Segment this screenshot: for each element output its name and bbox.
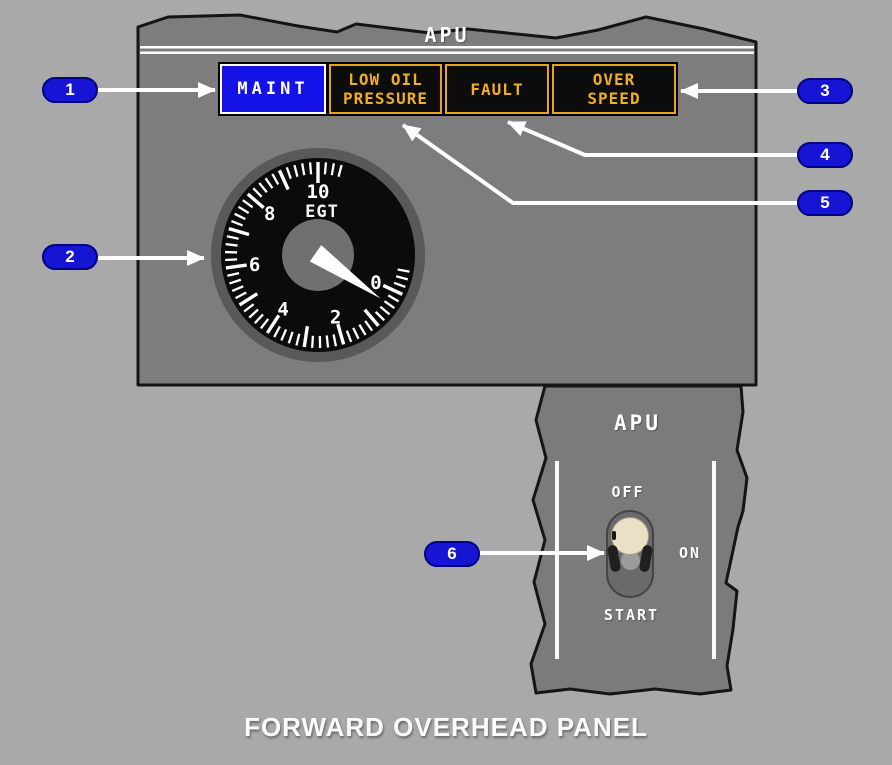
gauge-tick: [383, 300, 396, 310]
annunciator-low-oil-pressure-line2: PRESSURE: [342, 89, 429, 108]
callout-3[interactable]: 3: [797, 78, 853, 104]
gauge-tick: [227, 271, 240, 277]
gauge-scale-number: 8: [264, 203, 275, 225]
callout-6[interactable]: 6: [424, 541, 480, 567]
gauge-scale-number: 0: [370, 272, 381, 294]
callout-5[interactable]: 5: [797, 190, 853, 216]
gauge-tick: [323, 162, 328, 175]
gauge-tick: [234, 212, 246, 221]
gauge-tick: [363, 308, 380, 327]
gauge-tick: [238, 292, 259, 307]
annunciator-over-speed[interactable]: OVER SPEED: [552, 64, 676, 114]
annunciator-fault-label: FAULT: [470, 79, 524, 99]
switch-guide-line-right: [712, 461, 716, 659]
gauge-tick: [295, 333, 301, 346]
switch-position-start-label: START: [603, 606, 660, 624]
gauge-tick: [379, 305, 391, 316]
gauge-tick: [374, 311, 386, 322]
annunciator-fault[interactable]: FAULT: [445, 64, 549, 114]
gauge-tick: [302, 325, 310, 348]
gauge-tick: [253, 313, 264, 325]
callout-4[interactable]: 4: [797, 142, 853, 168]
switch-position-on-label: ON: [678, 544, 702, 562]
gauge-tick: [387, 294, 400, 303]
gauge-tick: [382, 283, 404, 296]
gauge-tick: [301, 163, 306, 176]
annunciator-low-oil-pressure[interactable]: LOW OIL PRESSURE: [329, 64, 442, 114]
callout-1[interactable]: 1: [42, 77, 98, 103]
gauge-tick: [393, 281, 406, 289]
callout-2[interactable]: 2: [42, 244, 98, 270]
gauge-tick: [293, 164, 299, 177]
gauge-tick: [264, 177, 274, 189]
gauge-tick: [231, 285, 244, 292]
gauge-tick: [230, 219, 244, 227]
gauge-tick: [311, 335, 315, 348]
gauge-tick: [258, 182, 268, 193]
gauge-tick: [358, 324, 367, 336]
gauge-tick: [229, 278, 242, 285]
annunciator-row: MAINT LOW OIL PRESSURE FAULT OVER SPEED: [218, 62, 678, 116]
gauge-scale-number: 4: [277, 299, 288, 321]
header-divider-line-2: [140, 51, 754, 54]
gauge-tick: [243, 303, 255, 313]
gauge-tick: [228, 226, 250, 237]
gauge-tick: [246, 192, 265, 210]
annunciator-maint[interactable]: MAINT: [220, 64, 326, 114]
gauge-label: EGT: [305, 202, 339, 222]
gauge-tick: [237, 205, 250, 215]
gauge-scale-number: 10: [307, 181, 330, 203]
lower-panel-title: APU: [614, 411, 661, 435]
gauge-tick: [259, 318, 270, 330]
gauge-scale-number: 2: [330, 307, 341, 329]
gauge-tick: [265, 314, 281, 334]
gauge-tick: [397, 268, 410, 273]
switch-guide-line-left: [555, 461, 559, 659]
gauge-tick: [337, 164, 343, 177]
annunciator-maint-label: MAINT: [237, 78, 309, 99]
gauge-tick: [285, 167, 292, 180]
gauge-tick: [273, 325, 281, 338]
gauge-tick: [336, 323, 346, 345]
header-divider-line-1: [140, 46, 754, 49]
gauge-tick: [248, 308, 259, 319]
annunciator-over-speed-line1: OVER: [592, 70, 636, 89]
annunciator-over-speed-line2: SPEED: [587, 89, 641, 108]
gauge-tick: [280, 328, 288, 341]
gauge-tick: [252, 187, 263, 198]
gauge-tick: [325, 335, 330, 348]
apu-switch-knob-mark: [612, 531, 616, 540]
gauge-tick: [395, 275, 409, 281]
gauge-tick: [242, 199, 254, 209]
gauge-tick: [225, 258, 238, 262]
gauge-tick: [308, 162, 313, 175]
gauge-tick: [332, 334, 338, 347]
gauge-tick: [352, 327, 360, 340]
gauge-tick: [364, 320, 374, 332]
gauge-tick: [330, 163, 335, 176]
gauge-tick: [345, 330, 353, 343]
upper-panel-title: APU: [424, 23, 470, 47]
gauge-tick: [277, 169, 290, 191]
annunciator-low-oil-pressure-line1: LOW OIL: [348, 70, 423, 89]
gauge-needle: [309, 245, 381, 299]
switch-position-off-label: OFF: [611, 483, 645, 501]
gauge-tick: [226, 235, 239, 240]
gauge-tick: [271, 173, 280, 185]
gauge-tick: [235, 291, 247, 300]
gauge-tick: [287, 331, 294, 344]
caption: FORWARD OVERHEAD PANEL: [244, 712, 648, 742]
gauge-tick: [225, 263, 247, 270]
gauge-scale-number: 6: [249, 254, 260, 276]
apu-switch-lever-base: [621, 551, 640, 570]
gauge-tick: [225, 243, 238, 247]
